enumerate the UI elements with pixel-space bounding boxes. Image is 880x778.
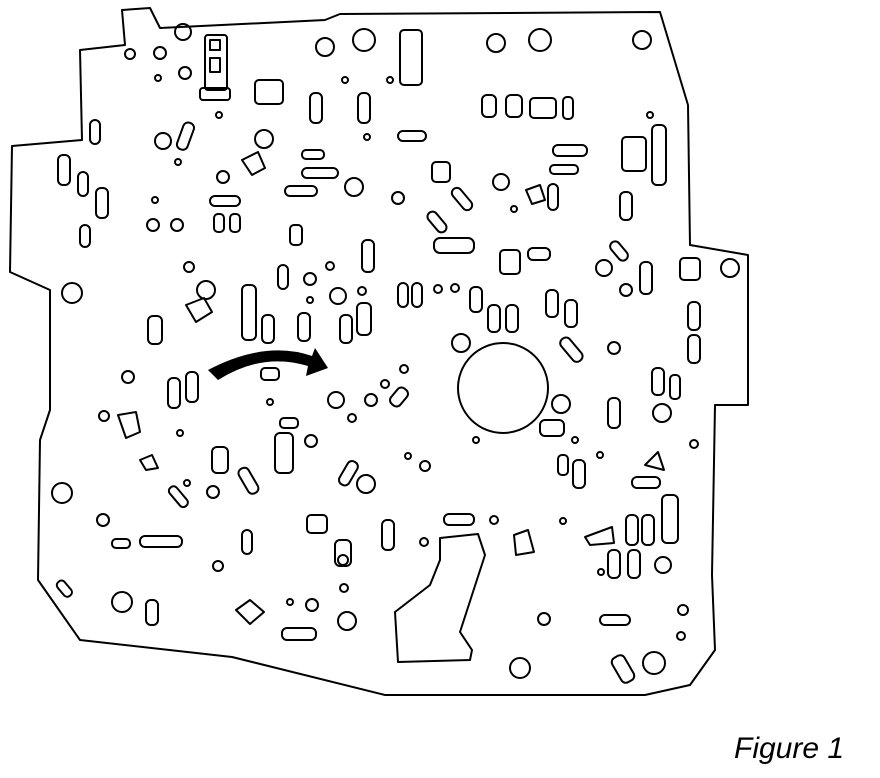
horizontal-slots [111, 130, 661, 641]
vertical-slots [57, 29, 701, 626]
bottom-cutout [394, 533, 486, 663]
direction-arrow-icon [208, 348, 328, 380]
figure-caption: Figure 1 [734, 732, 845, 765]
center-bore [457, 342, 549, 434]
circular-ports [51, 23, 740, 679]
irregular-pockets [117, 151, 665, 625]
pockets [254, 79, 701, 534]
detent-feature [199, 34, 231, 101]
plate-outline [9, 7, 749, 696]
angled-slots [55, 121, 636, 684]
